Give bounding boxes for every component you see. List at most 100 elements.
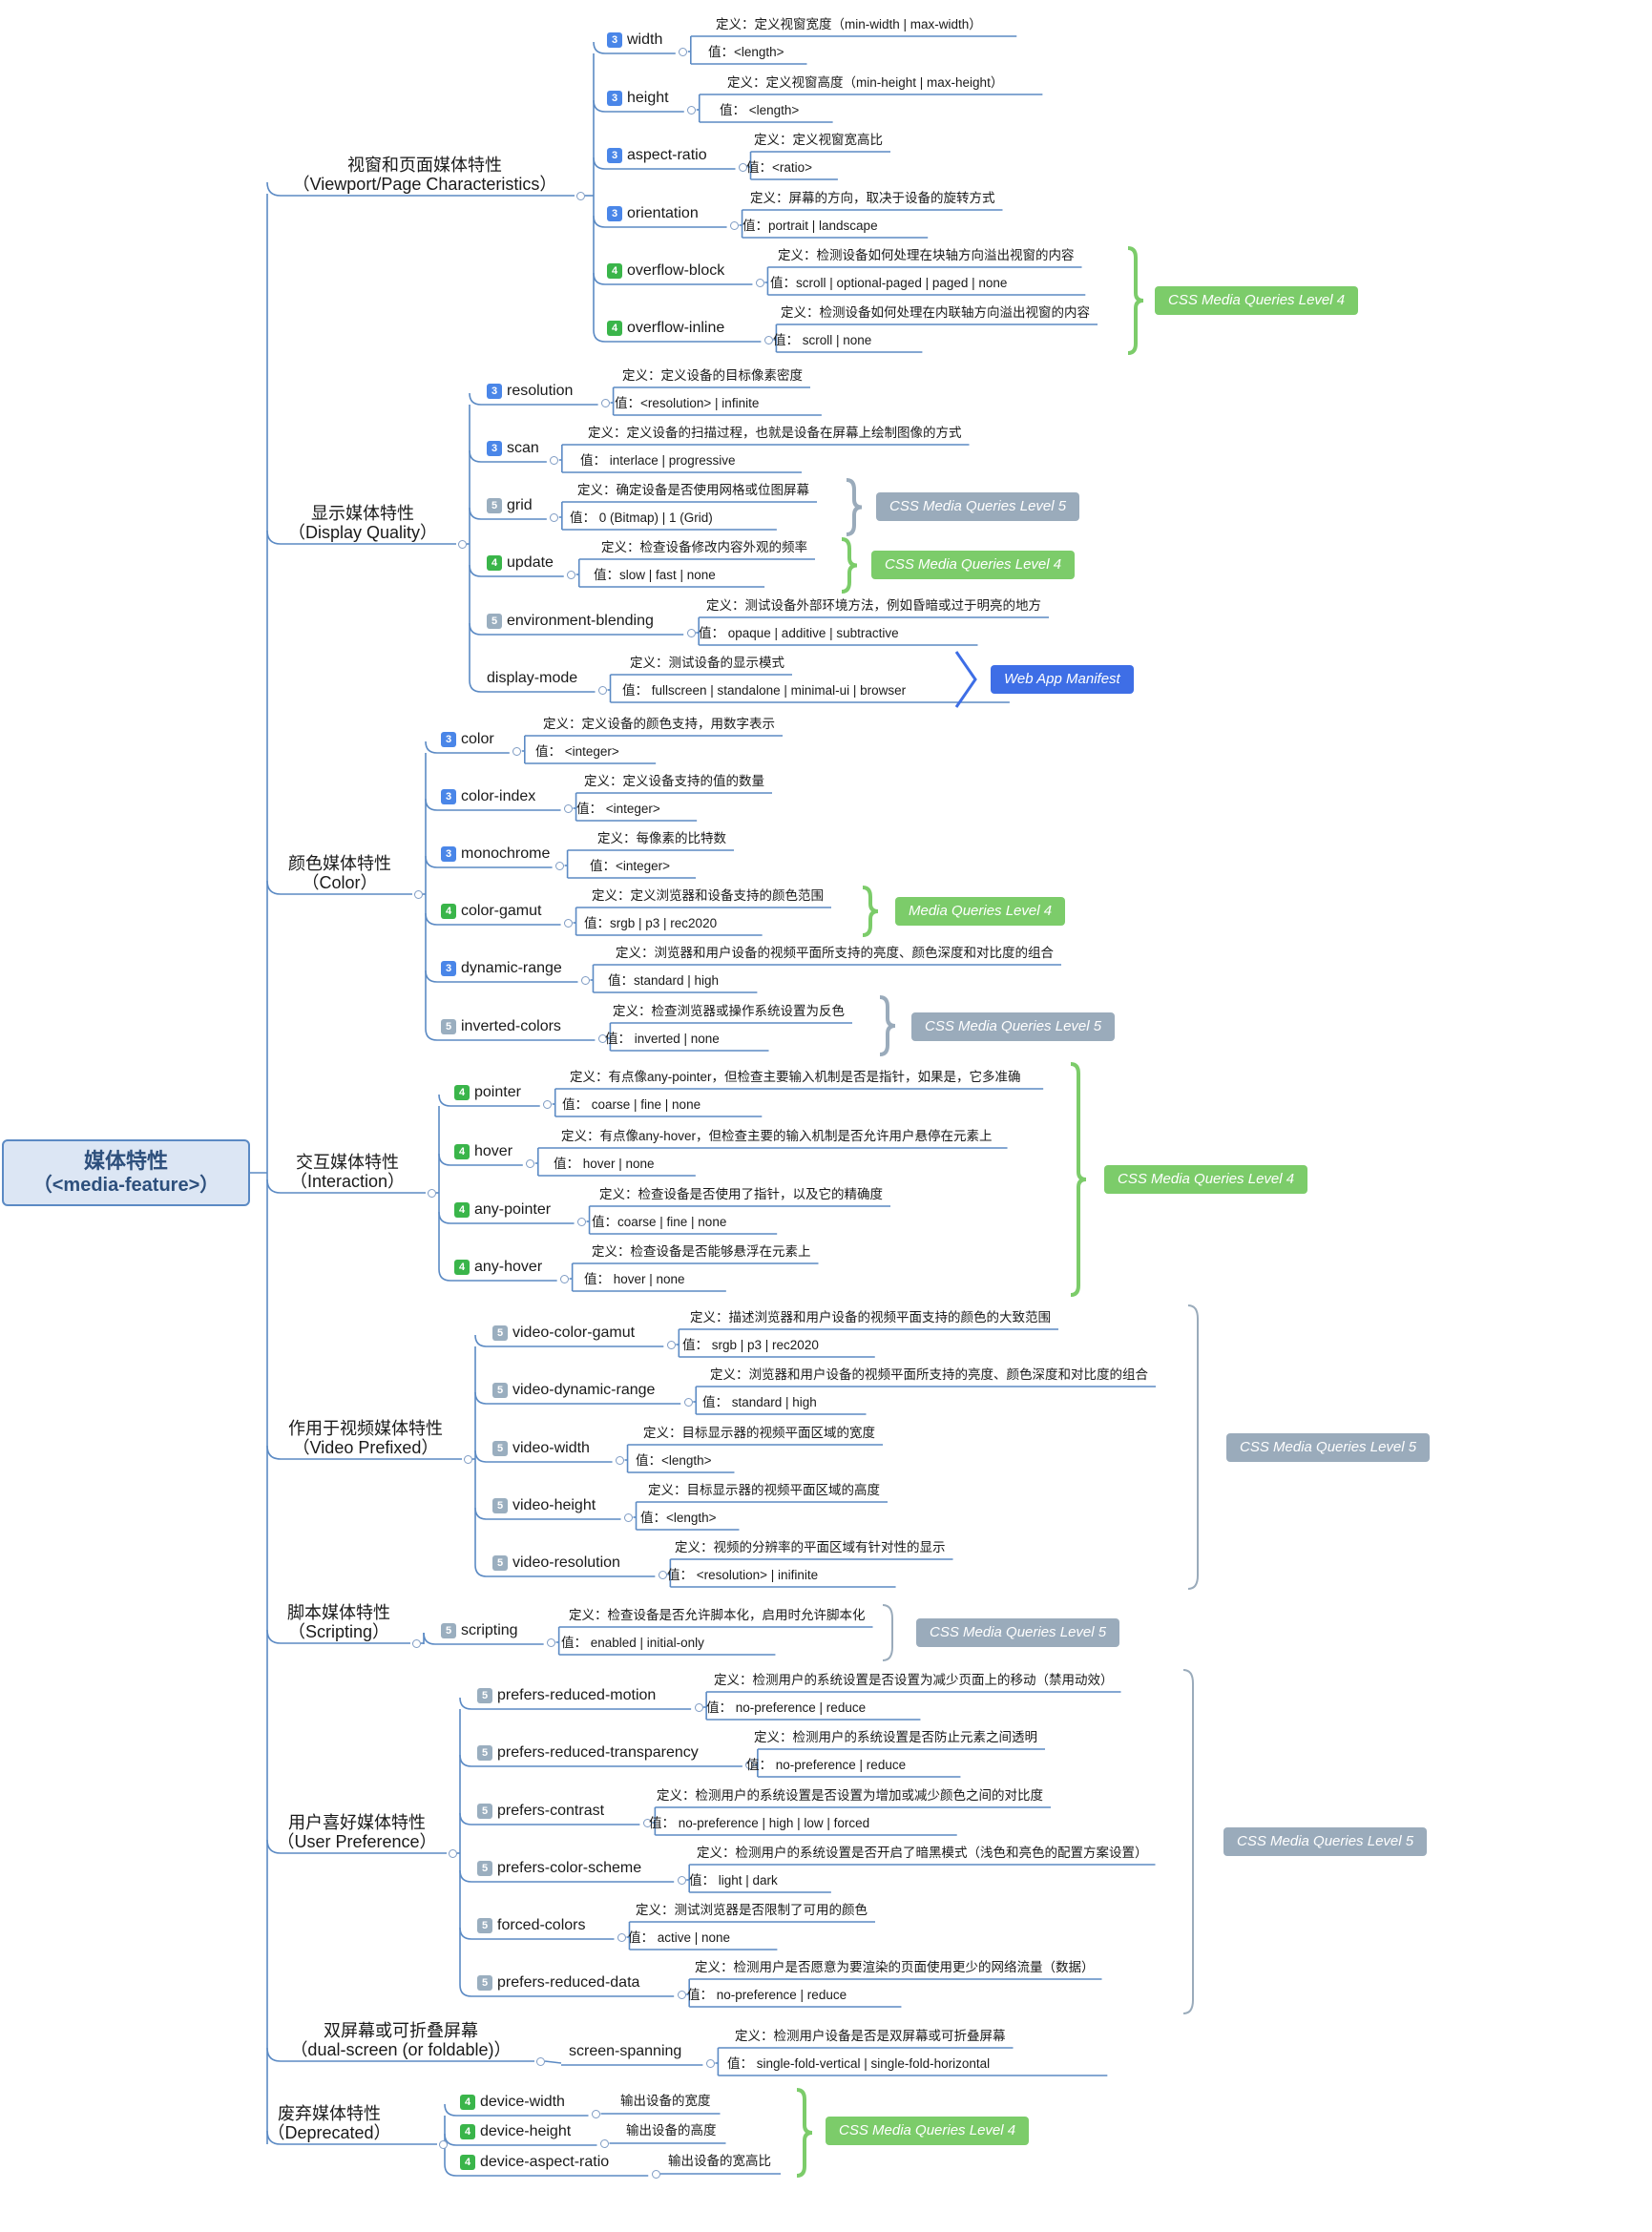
source-tag[interactable]: CSS Media Queries Level 4 [826, 2117, 1030, 2145]
collapse-toggle-icon[interactable] [730, 220, 740, 230]
collapse-toggle-icon[interactable] [677, 1990, 686, 1999]
category-label[interactable]: 废弃媒体特性（Deprecated） [138, 2104, 520, 2142]
collapse-toggle-icon[interactable] [575, 191, 585, 200]
collapse-toggle-icon[interactable] [411, 1638, 421, 1648]
source-tag[interactable]: CSS Media Queries Level 4 [871, 551, 1076, 579]
collapse-toggle-icon[interactable] [463, 1454, 472, 1464]
collapse-toggle-icon[interactable] [651, 2169, 660, 2179]
category-label[interactable]: 作用于视频媒体特性（Video Prefixed） [175, 1419, 556, 1457]
collapse-toggle-icon[interactable] [413, 889, 423, 899]
collapse-toggle-icon[interactable] [679, 47, 688, 56]
collapse-toggle-icon[interactable] [564, 803, 574, 813]
category-label[interactable]: 视窗和页面媒体特性（Viewport/Page Characteristics） [234, 156, 616, 194]
category-label[interactable]: 颜色媒体特性（Color） [149, 854, 531, 892]
collapse-toggle-icon[interactable] [763, 335, 773, 344]
collapse-toggle-icon[interactable] [739, 162, 748, 172]
collapse-toggle-icon[interactable] [705, 2058, 715, 2068]
source-tag[interactable]: CSS Media Queries Level 5 [911, 1012, 1116, 1041]
collapse-toggle-icon[interactable] [555, 861, 565, 870]
collapse-toggle-icon[interactable] [438, 2139, 448, 2149]
collapse-toggle-icon[interactable] [599, 2138, 609, 2148]
source-tag[interactable]: CSS Media Queries Level 5 [916, 1618, 1120, 1647]
collapse-toggle-icon[interactable] [564, 918, 574, 928]
collapse-toggle-icon[interactable] [755, 278, 764, 287]
category-label[interactable]: 脚本媒体特性（Scripting） [148, 1603, 530, 1641]
collapse-toggle-icon[interactable] [526, 1158, 535, 1168]
source-tag[interactable]: CSS Media Queries Level 5 [876, 492, 1080, 521]
source-tag[interactable]: CSS Media Queries Level 4 [1155, 286, 1359, 315]
collapse-toggle-icon[interactable] [592, 2109, 601, 2118]
collapse-toggle-icon[interactable] [535, 2056, 545, 2066]
collapse-toggle-icon[interactable] [686, 628, 696, 637]
collapse-toggle-icon[interactable] [642, 1818, 652, 1827]
category-label[interactable]: 用户喜好媒体特性（User Preference） [166, 1813, 548, 1851]
collapse-toggle-icon[interactable] [616, 1455, 625, 1465]
collapse-toggle-icon[interactable] [658, 1570, 667, 1579]
collapse-toggle-icon[interactable] [457, 539, 467, 549]
category-label[interactable]: 交互媒体特性（Interaction） [157, 1153, 538, 1191]
category-label[interactable]: 双屏幕或可折叠屏幕（dual-screen (or foldable)） [210, 2021, 592, 2059]
collapse-toggle-icon[interactable] [598, 685, 608, 695]
collapse-toggle-icon[interactable] [567, 570, 576, 579]
collapse-toggle-icon[interactable] [512, 746, 522, 756]
collapse-toggle-icon[interactable] [543, 1099, 553, 1109]
feature-item[interactable]: display-mode [487, 669, 577, 688]
source-tag[interactable]: Media Queries Level 4 [895, 897, 1066, 926]
category-label[interactable]: 显示媒体特性（Display Quality） [172, 504, 554, 542]
collapse-toggle-icon[interactable] [580, 975, 590, 985]
source-tag[interactable]: Web App Manifest [991, 665, 1134, 694]
source-tag[interactable]: CSS Media Queries Level 5 [1226, 1433, 1431, 1462]
collapse-toggle-icon[interactable] [677, 1875, 686, 1885]
source-tag[interactable]: CSS Media Queries Level 5 [1223, 1827, 1428, 1856]
collapse-toggle-icon[interactable] [617, 1932, 626, 1942]
collapse-toggle-icon[interactable] [745, 1760, 755, 1769]
collapse-toggle-icon[interactable] [597, 1033, 607, 1043]
collapse-toggle-icon[interactable] [624, 1512, 634, 1522]
collapse-toggle-icon[interactable] [577, 1217, 587, 1226]
collapse-toggle-icon[interactable] [666, 1340, 676, 1349]
collapse-toggle-icon[interactable] [687, 105, 697, 115]
collapse-toggle-icon[interactable] [547, 1637, 556, 1647]
collapse-toggle-icon[interactable] [694, 1702, 703, 1712]
feature-item[interactable]: screen-spanning [569, 2042, 681, 2061]
collapse-toggle-icon[interactable] [427, 1188, 436, 1198]
collapse-toggle-icon[interactable] [683, 1397, 693, 1407]
collapse-toggle-icon[interactable] [601, 398, 611, 407]
collapse-toggle-icon[interactable] [448, 1848, 457, 1858]
root-node[interactable]: 媒体特性 （<media-feature>） [2, 1139, 250, 1206]
